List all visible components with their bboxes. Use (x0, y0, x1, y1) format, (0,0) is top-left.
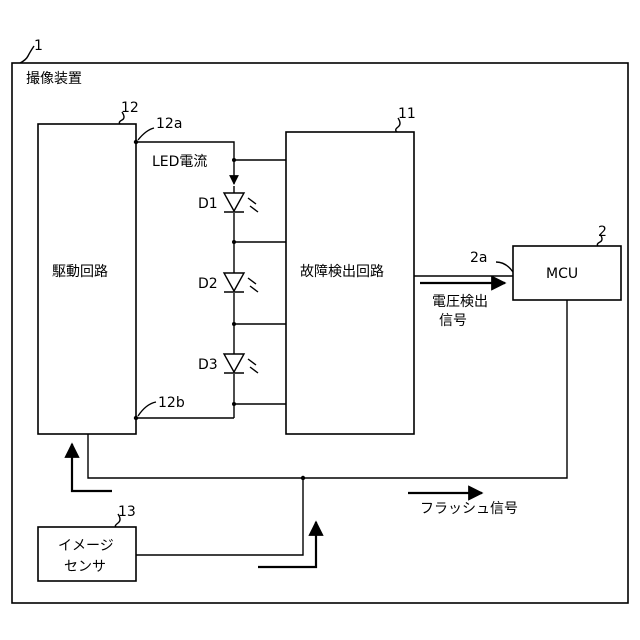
mcu-terminal-label: 2a (470, 250, 488, 266)
image-sensor-label-1: イメージ (58, 538, 114, 554)
d1-label: D1 (198, 196, 218, 212)
junction-dot (232, 402, 236, 406)
d3-label: D3 (198, 357, 218, 373)
voltage-signal-label-1: 電圧検出 (432, 294, 488, 310)
terminal-12b-label: 12b (158, 395, 185, 411)
drive-circuit-label: 駆動回路 (52, 264, 108, 280)
voltage-signal-label-2: 信号 (439, 313, 467, 329)
fault-ref-label: 11 (398, 106, 416, 122)
fault-detection-box (286, 132, 414, 434)
led-current-label: LED電流 (152, 154, 207, 170)
flash-signal-label: フラッシュ信号 (420, 501, 518, 517)
image-sensor-label-2: センサ (64, 559, 106, 575)
drive-ref-label: 12 (121, 100, 139, 116)
junction-dot (232, 240, 236, 244)
junction-dot (232, 158, 236, 162)
device-ref-label: 1 (34, 38, 43, 54)
junction-dot (232, 322, 236, 326)
mcu-ref-label: 2 (598, 224, 607, 240)
device-ref-leader (20, 46, 34, 63)
device-name-label: 撮像装置 (26, 70, 82, 87)
terminal-12a-label: 12a (156, 116, 182, 132)
sensor-ref-label: 13 (118, 504, 136, 520)
fault-detection-label: 故障検出回路 (300, 264, 384, 280)
d2-label: D2 (198, 276, 218, 292)
mcu-label: MCU (546, 266, 578, 282)
